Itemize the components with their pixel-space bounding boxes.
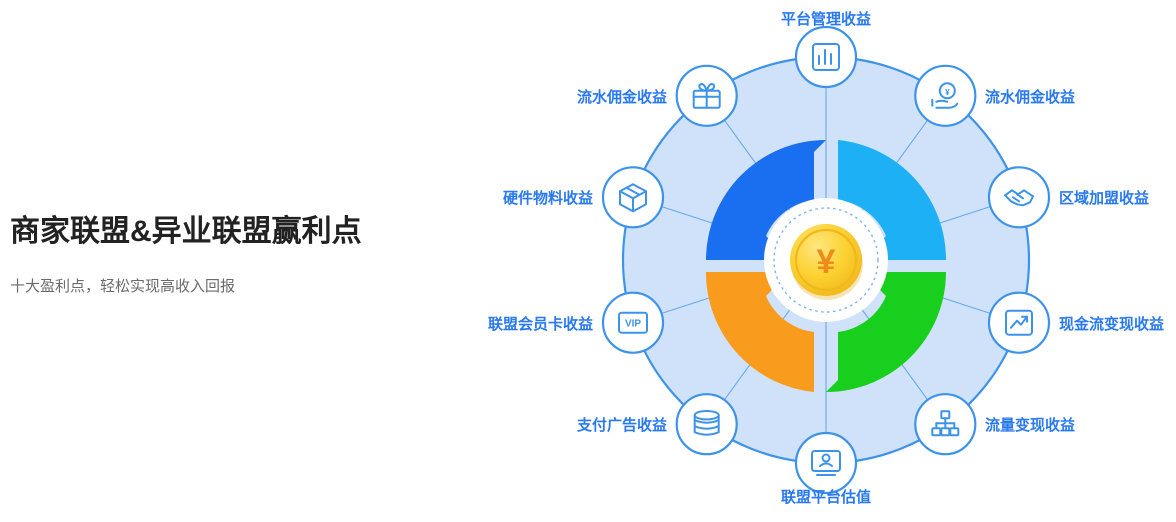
node-circle xyxy=(601,291,665,354)
donut-segment-orange xyxy=(705,272,814,392)
node-label: 硬件物料收益 xyxy=(503,189,593,207)
node-payment-ad-revenue[interactable]: 支付广告收益 xyxy=(576,393,738,456)
node-circle xyxy=(914,64,977,127)
intro-text-block: 商家联盟&异业联盟赢利点 十大盈利点，轻松实现高收入回报 xyxy=(10,214,470,297)
node-label: 现金流变现收益 xyxy=(1059,315,1164,333)
node-label: 区域加盟收益 xyxy=(1059,189,1149,207)
hand-coin-icon: ¥ xyxy=(931,82,959,109)
node-label: 流量变现收益 xyxy=(985,416,1075,434)
node-label: 联盟平台估值 xyxy=(781,488,871,506)
coin-stack-icon xyxy=(693,410,720,436)
trend-chart-icon xyxy=(1005,309,1033,336)
profit-wheel-diagram: ¥ 平台管理收益 ¥ xyxy=(476,0,1176,522)
svg-text:VIP: VIP xyxy=(625,319,641,330)
handshake-icon xyxy=(1004,189,1034,207)
sitemap-icon xyxy=(931,410,960,437)
page-title: 商家联盟&异业联盟赢利点 xyxy=(10,215,362,248)
node-alliance-platform-value[interactable]: 联盟平台估值 xyxy=(781,431,871,506)
node-flow-commission-left[interactable]: 流水佣金收益 xyxy=(577,64,738,127)
donut-segment-cyan xyxy=(838,140,947,260)
svg-text:¥: ¥ xyxy=(945,88,950,97)
vip-card-icon: VIP xyxy=(618,311,648,334)
gift-box-icon xyxy=(692,83,721,109)
node-label: 流水佣金收益 xyxy=(985,88,1075,106)
node-traffic-monetization[interactable]: 流量变现收益 xyxy=(914,393,1075,456)
donut-segment-green xyxy=(826,272,946,392)
hub-dashed-ring xyxy=(773,207,879,313)
coin-currency-symbol: ¥ xyxy=(817,243,836,281)
node-regional-franchise[interactable]: 区域加盟收益 xyxy=(987,166,1149,229)
node-label: 联盟会员卡收益 xyxy=(488,315,593,333)
node-hardware-materials[interactable]: 硬件物料收益 xyxy=(503,166,665,229)
node-platform-management[interactable]: 平台管理收益 xyxy=(781,10,871,89)
node-label: 平台管理收益 xyxy=(781,10,871,28)
donut-segment-blue xyxy=(706,140,826,260)
page-subtitle: 十大盈利点，轻松实现高收入回报 xyxy=(10,278,236,295)
id-card-icon xyxy=(811,450,841,476)
node-alliance-member-card[interactable]: VIP 联盟会员卡收益 xyxy=(488,291,665,354)
node-circle xyxy=(675,393,738,456)
package-box-icon xyxy=(619,183,647,213)
node-flow-commission-right[interactable]: ¥ 流水佣金收益 xyxy=(914,64,1075,127)
node-label: 支付广告收益 xyxy=(576,416,667,434)
bar-chart-icon xyxy=(812,43,840,71)
node-label: 流水佣金收益 xyxy=(577,88,667,106)
center-coin: ¥ xyxy=(790,224,863,300)
donut-chart xyxy=(705,140,947,392)
node-circle xyxy=(987,166,1051,229)
node-cashflow-monetization[interactable]: 现金流变现收益 xyxy=(987,291,1164,354)
